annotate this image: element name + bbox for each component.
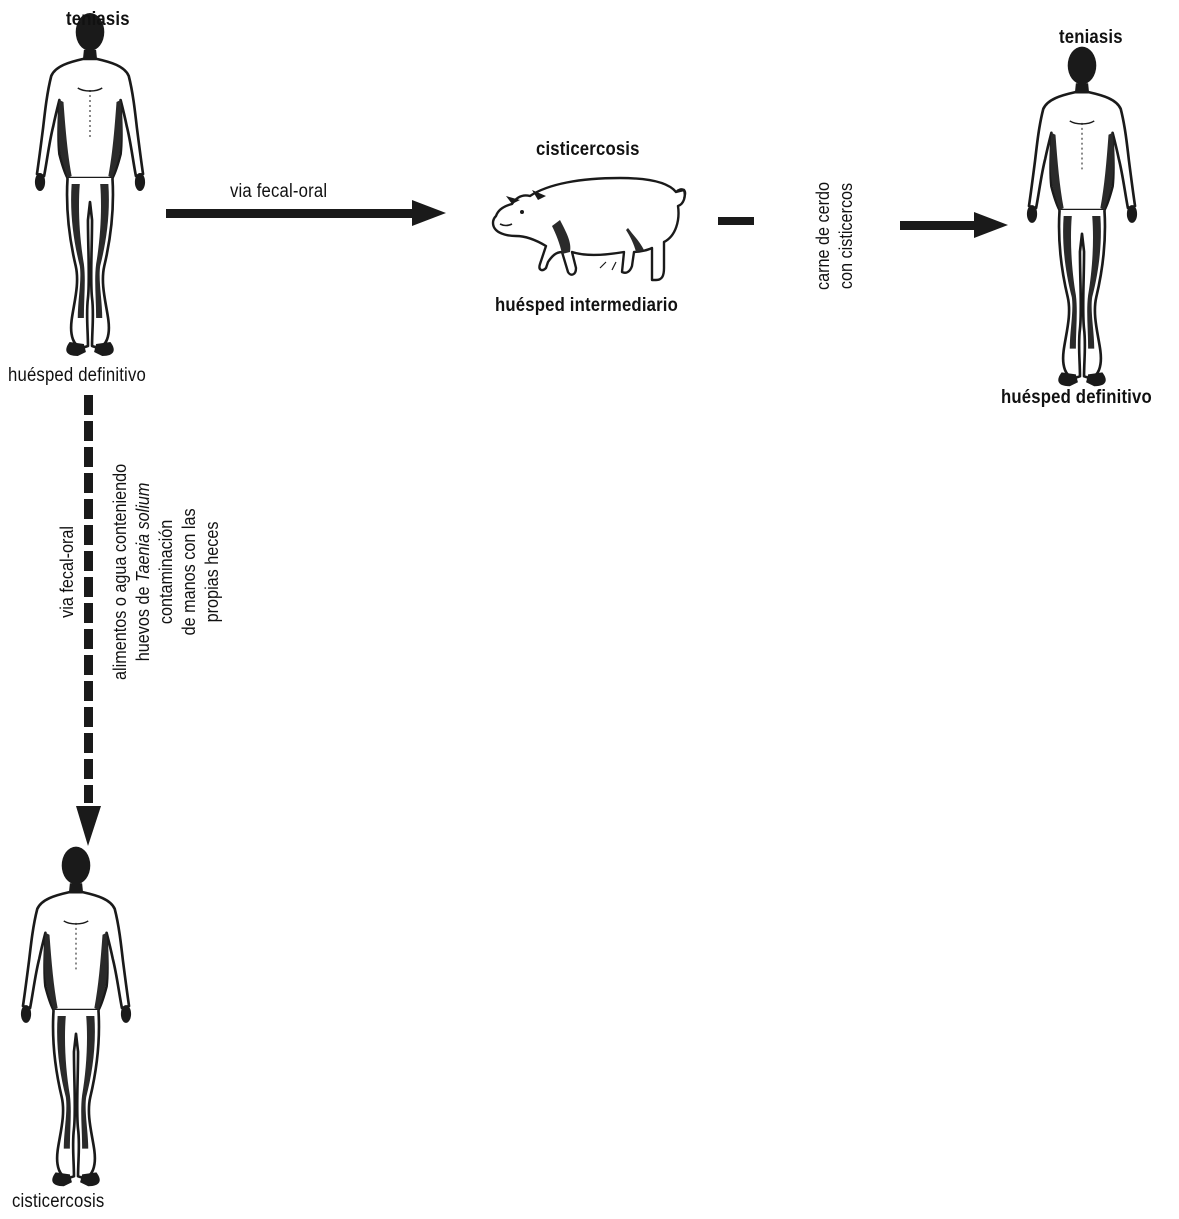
label-pork-with-cysticerci: carne de cerdo con cisticercos (812, 182, 858, 290)
note-line-4: contaminación (155, 464, 178, 680)
label-autoinfection-note: via fecal-oral alimentos o agua contenie… (56, 464, 224, 680)
note-line-2: alimentos o agua conteniendo (109, 464, 132, 680)
label-definitive-host-right: huésped definitivo (1001, 388, 1152, 407)
label-cisticercosis-pig: cisticercosis (536, 140, 640, 159)
note-line-6: propias heces (201, 464, 224, 680)
label-via-fecal-oral-horizontal: via fecal-oral (230, 182, 327, 201)
label-teniasis-right: teniasis (1059, 28, 1123, 47)
arrow-fecal-oral-to-pig (166, 200, 446, 226)
label-definitive-host-left: huésped definitivo (8, 366, 146, 385)
human-figure-top-left (35, 13, 145, 356)
label-intermediate-host: huésped intermediario (495, 296, 678, 315)
meat-line-2: con cisticercos (835, 182, 858, 290)
human-figure-bottom (21, 847, 131, 1187)
note-line-1: via fecal-oral (56, 464, 79, 680)
dash-meat-line (718, 217, 754, 225)
human-figure-top-right (1027, 47, 1137, 387)
note-species-name: Taenia solium (133, 483, 153, 582)
meat-line-1: carne de cerdo (812, 182, 835, 290)
note-line-3: huevos de Taenia solium (132, 464, 155, 680)
note-line-5: de manos con las (178, 464, 201, 680)
arrow-meat-to-human (900, 212, 1008, 238)
pig-figure (493, 178, 685, 280)
note-line-3-prefix: huevos de (133, 582, 153, 661)
label-cisticercosis-bottom: cisticercosis (12, 1192, 104, 1211)
label-teniasis-left: teniasis (66, 10, 130, 29)
